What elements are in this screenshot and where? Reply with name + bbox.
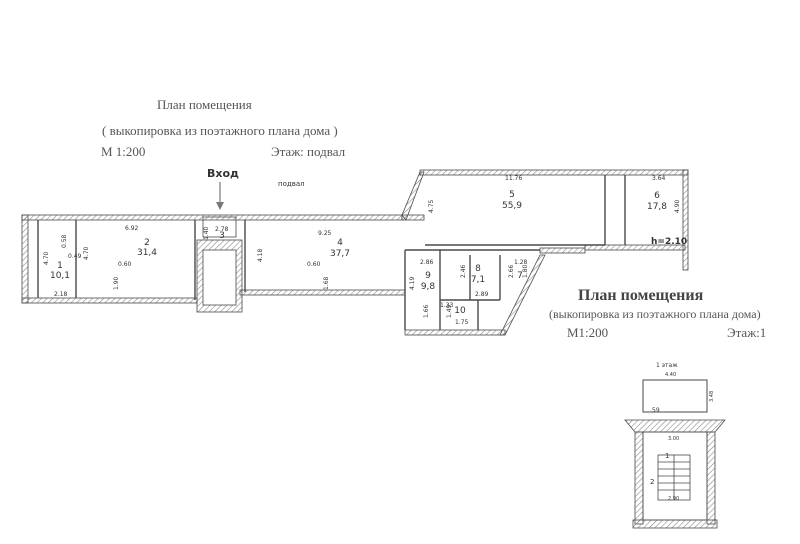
room-2-number: 2 bbox=[144, 238, 150, 248]
basement-plan-subtitle: ( выкопировка из поэтажного плана дома ) bbox=[102, 123, 338, 138]
first-floor-plan-floor: Этаж:1 bbox=[727, 325, 767, 340]
dim-2-46: 2.46 bbox=[460, 264, 467, 278]
first-floor-plan-title: План помещения bbox=[578, 287, 704, 304]
first-floor-plan-subtitle: (выкопировка из поэтажного плана дома) bbox=[549, 307, 761, 321]
dim-0-58: 0.58 bbox=[61, 234, 68, 248]
room-9-area: 9,8 bbox=[421, 282, 436, 292]
inset-room-1: 1 bbox=[665, 452, 669, 460]
basement-label: подвал bbox=[278, 180, 305, 188]
dim-1-33: 1.33 bbox=[440, 302, 454, 309]
inset-room-2: 2 bbox=[650, 478, 654, 486]
dim-1-49: 1.49 bbox=[446, 304, 453, 318]
first-floor-inset: 1 этаж 4.40 3.48 59 3.00 1 2 2.90 bbox=[624, 362, 726, 529]
dim-2-18: 2.18 bbox=[54, 291, 68, 298]
inset-dim-3-48: 3.48 bbox=[709, 391, 715, 402]
dim-11-76: 11.76 bbox=[505, 175, 522, 182]
room-2-area: 31,4 bbox=[137, 248, 157, 258]
room-5-area: 55,9 bbox=[502, 201, 522, 211]
dim-1-90: 1.90 bbox=[113, 276, 120, 290]
dim-4-70-b: 4.70 bbox=[83, 246, 90, 260]
room-9-number: 9 bbox=[425, 271, 431, 281]
room-7-number: 7 bbox=[517, 271, 523, 281]
room-8-area: 7,1 bbox=[471, 275, 485, 285]
room-1-area: 10,1 bbox=[50, 271, 70, 281]
dim-2-66: 2.66 bbox=[508, 264, 515, 278]
dim-4-75: 4.75 bbox=[428, 199, 435, 213]
inset-dim-4-40: 4.40 bbox=[665, 372, 676, 378]
dim-3-64: 3.64 bbox=[652, 175, 666, 182]
dim-1-28: 1.28 bbox=[514, 259, 528, 266]
dim-4-90: 4.90 bbox=[674, 199, 681, 213]
dim-6-92: 6.92 bbox=[125, 225, 139, 232]
entrance-label: Вход bbox=[207, 167, 239, 180]
dim-1-68: 1.68 bbox=[323, 276, 330, 290]
dim-2-78: 2.78 bbox=[215, 226, 229, 233]
inset-dim-2-90: 2.90 bbox=[668, 496, 679, 502]
dimension-labels: 6.92 2.78 9.25 11.76 3.64 4.75 4.90 4.70… bbox=[43, 175, 681, 326]
room-6-area: 17,8 bbox=[647, 202, 667, 212]
dim-9-25: 9.25 bbox=[318, 230, 332, 237]
dim-1-40: 1.40 bbox=[203, 226, 210, 240]
room-6-number: 6 bbox=[654, 191, 660, 201]
basement-plan-scale: М 1:200 bbox=[101, 144, 146, 159]
dim-1-80: 1.80 bbox=[522, 264, 529, 278]
basement-plan-floor: Этаж: подвал bbox=[271, 144, 346, 159]
room-10-number: 10 bbox=[454, 306, 466, 316]
room-5-number: 5 bbox=[509, 190, 515, 200]
interior-walls bbox=[37, 175, 626, 330]
dim-4-19: 4.19 bbox=[409, 276, 416, 290]
dim-2-89: 2.89 bbox=[475, 291, 489, 298]
room-4-area: 37,7 bbox=[330, 249, 350, 259]
dim-1-75: 1.75 bbox=[455, 319, 469, 326]
room-4-number: 4 bbox=[337, 238, 343, 248]
dim-0-60-a: 0.60 bbox=[118, 261, 132, 268]
room-8-number: 8 bbox=[475, 264, 481, 274]
entrance-arrow-icon bbox=[216, 182, 224, 210]
basement-plan-title: План помещения bbox=[157, 97, 252, 112]
inset-floor-label: 1 этаж bbox=[656, 362, 678, 369]
dim-4-70-a: 4.70 bbox=[43, 251, 50, 265]
outer-walls bbox=[21, 169, 689, 336]
dim-1-66: 1.66 bbox=[423, 304, 430, 318]
dim-0-60-b: 0.60 bbox=[307, 261, 321, 268]
inset-dim-3-00: 3.00 bbox=[668, 436, 679, 442]
dim-2-86: 2.86 bbox=[420, 259, 434, 266]
inset-number-59: 59 bbox=[652, 407, 660, 414]
room-1-number: 1 bbox=[57, 261, 63, 271]
dim-0-49: 0.49 bbox=[68, 253, 82, 260]
room-labels: 1 10,1 2 31,4 3 4 37,7 5 55,9 6 17,8 7 8… bbox=[50, 190, 667, 316]
first-floor-plan-scale: М1:200 bbox=[567, 325, 609, 340]
dim-4-18: 4.18 bbox=[257, 248, 264, 262]
ceiling-height-note: h=2.10 bbox=[651, 237, 687, 247]
room-3-number: 3 bbox=[219, 231, 225, 241]
